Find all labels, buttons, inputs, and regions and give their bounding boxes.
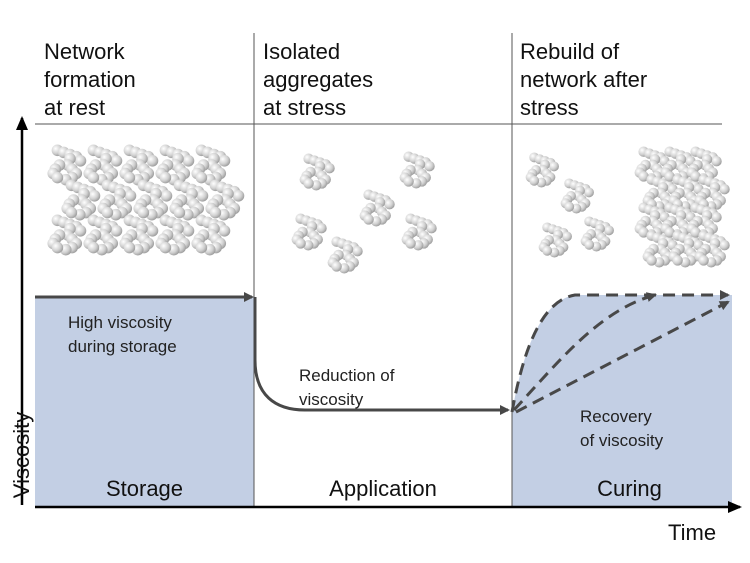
- note-reduction: Reduction of viscosity: [299, 366, 395, 409]
- particle-network-5: [83, 214, 123, 256]
- particle-isolated-3: [291, 213, 327, 251]
- particle-network-12: [191, 144, 231, 186]
- curing-region: [512, 295, 732, 507]
- particle-network-8: [119, 214, 159, 256]
- particle-isolated-2: [359, 189, 395, 227]
- storage-region: [35, 297, 254, 507]
- particle-rebuild-network-9: [694, 174, 730, 212]
- y-axis-label: Viscosity: [9, 411, 34, 499]
- particle-network-7: [133, 179, 173, 221]
- particle-isolated-1: [399, 151, 435, 189]
- stage-title-isolated: Isolated aggregates at stress: [263, 39, 374, 120]
- particle-isolated-0: [299, 153, 335, 191]
- particle-network-4: [97, 179, 137, 221]
- x-axis-label: Time: [668, 520, 717, 545]
- particle-rebuild-isolated-0: [525, 152, 559, 188]
- particle-rebuild-isolated-2: [538, 222, 572, 258]
- particle-isolated-5: [327, 236, 363, 274]
- particle-network-0: [47, 144, 87, 186]
- particle-rebuild-network-11: [694, 230, 730, 268]
- particle-network-3: [83, 144, 123, 186]
- phase-label-curing: Curing: [597, 476, 662, 501]
- reduction-curve: [253, 297, 510, 415]
- phase-label-storage: Storage: [105, 476, 184, 501]
- particle-isolated-4: [401, 213, 437, 251]
- note-high-viscosity: High viscosity during storage: [68, 313, 177, 356]
- recovery-curve-fast: [510, 290, 730, 413]
- particle-network-10: [169, 179, 209, 221]
- particle-network-14: [191, 214, 231, 256]
- particle-rebuild-network-3: [642, 230, 678, 268]
- recovery-curve-slow: [515, 300, 730, 414]
- particle-network-13: [205, 179, 245, 221]
- stage-title-rebuild: Rebuild of network after stress: [520, 39, 648, 120]
- note-recovery: Recovery of viscosity: [580, 407, 664, 450]
- particle-network-1: [61, 179, 101, 221]
- particle-rebuild-isolated-1: [560, 178, 594, 214]
- particle-network-2: [47, 214, 87, 256]
- recovery-curve-medium: [512, 292, 657, 412]
- particle-network-11: [155, 214, 195, 256]
- particle-network-6: [119, 144, 159, 186]
- phase-label-application: Application: [329, 476, 437, 501]
- particle-network-9: [155, 144, 195, 186]
- particle-rebuild-isolated-3: [580, 216, 614, 252]
- stage-title-network: Network formation at rest: [44, 39, 136, 120]
